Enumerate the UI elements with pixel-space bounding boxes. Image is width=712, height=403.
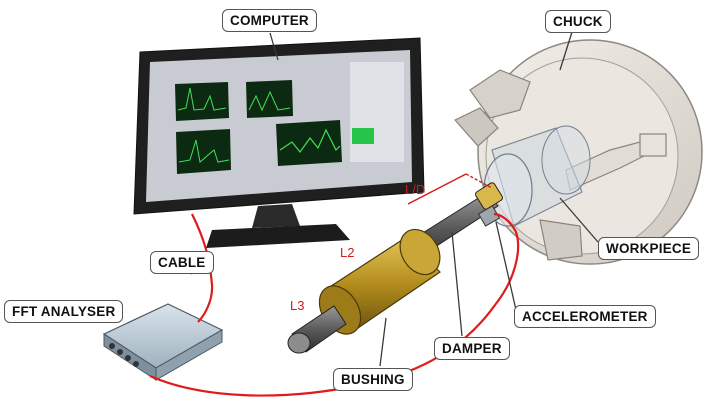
dimension-l3: L3 <box>290 298 305 313</box>
workpiece <box>483 125 591 227</box>
dimension-ld: L/D <box>405 182 426 197</box>
label-bushing: BUSHING <box>333 368 413 391</box>
ld-dimension-line <box>407 173 493 205</box>
label-computer: COMPUTER <box>222 9 317 32</box>
label-damper: DAMPER <box>434 337 510 360</box>
cables <box>149 212 520 397</box>
accelerometer <box>477 205 501 227</box>
label-chuck: CHUCK <box>545 10 611 33</box>
dimension-l2: L2 <box>340 245 355 260</box>
label-workpiece: WORKPIECE <box>598 237 700 260</box>
label-accelerometer: ACCELEROMETER <box>514 305 656 328</box>
bushing <box>287 228 441 354</box>
computer-monitor <box>133 37 425 248</box>
label-fft-analyser: FFT ANALYSER <box>4 300 124 323</box>
label-cable: CABLE <box>150 251 214 274</box>
fft-analyser-device <box>102 303 224 381</box>
